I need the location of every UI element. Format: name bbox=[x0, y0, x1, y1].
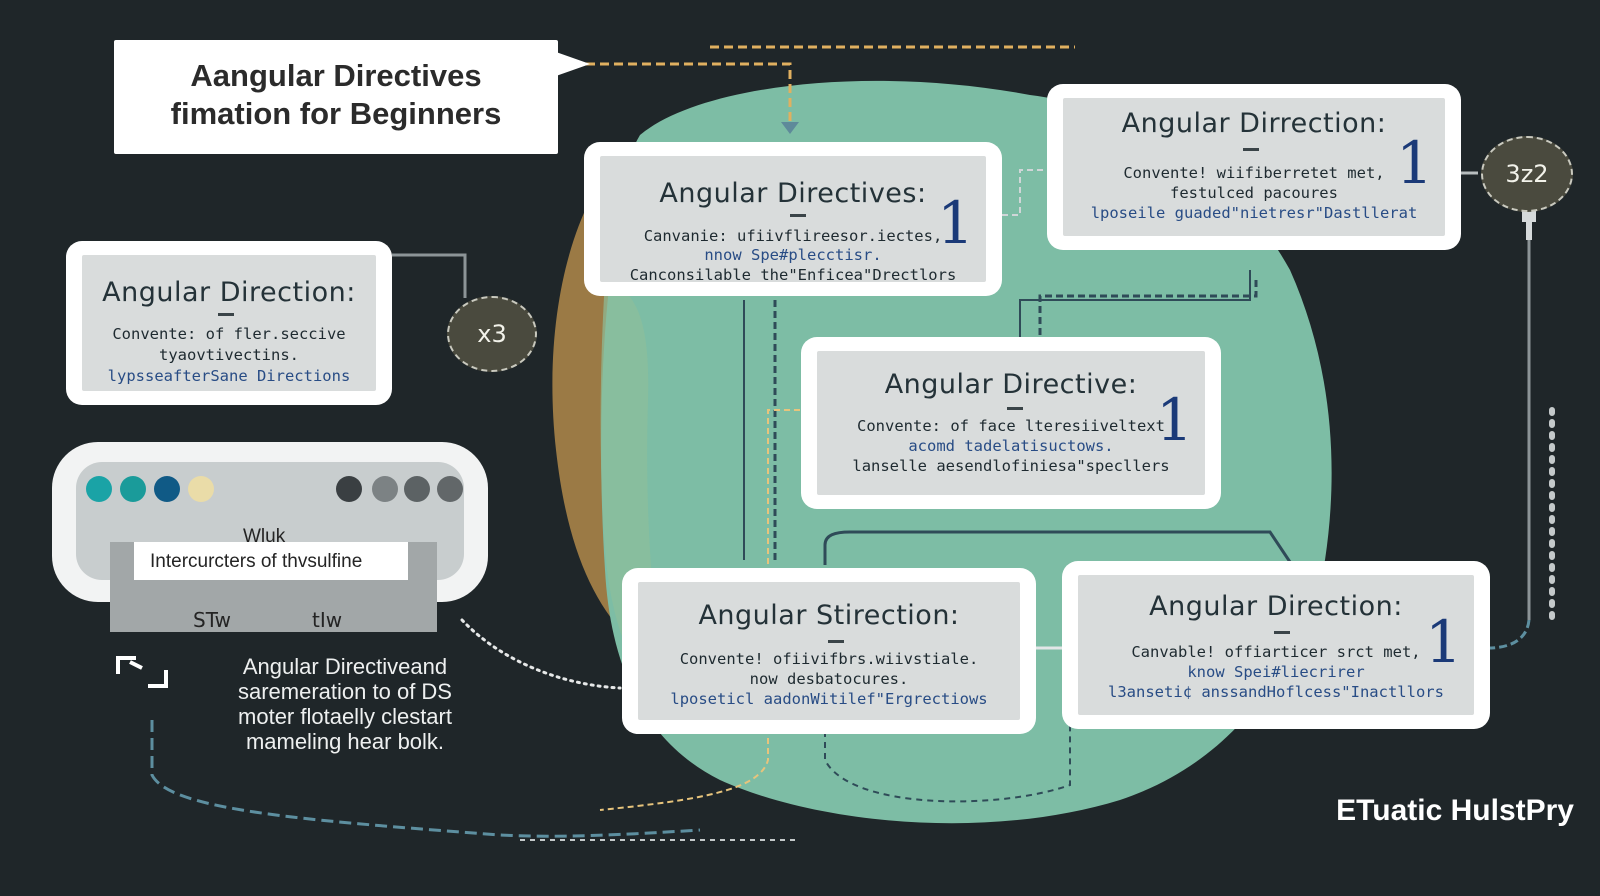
paragraph-line-1: Angular Directiveand bbox=[242, 654, 448, 679]
card-number: 1 bbox=[1156, 386, 1193, 454]
directive-card-bottom-right: Angular Direction: 1 Canvable! offiartic… bbox=[1062, 561, 1490, 729]
directive-card-top-middle: Angular Directives: 1 Canvanie: ufiivfli… bbox=[584, 142, 1002, 296]
card-panel: Angular Dirrection: 1 Convente! wiifiber… bbox=[1063, 98, 1445, 236]
card-line-3: lypsseafterSane Directions bbox=[107, 367, 351, 385]
card-title: Angular Direction: bbox=[102, 277, 356, 308]
card-line-1: Convente! wiifiberretet met, bbox=[1123, 164, 1385, 182]
paragraph-line-4: mameling hear bolk. bbox=[245, 729, 445, 754]
directive-card-left: Angular Direction: Convente: of fler.sec… bbox=[66, 241, 392, 405]
connector-bottom-loop bbox=[824, 720, 1071, 803]
connector-title-arrow bbox=[558, 62, 792, 125]
left-badge-icon: x3 bbox=[447, 296, 537, 372]
card-divider bbox=[1007, 407, 1023, 410]
card-line-3: lposeticl aadonWitilef"Ergrectiows bbox=[670, 690, 988, 708]
brand-logo-text: ETuatic HulstPry bbox=[1336, 794, 1574, 827]
card-panel: Angular Stirection: Convente! ofiivifbrs… bbox=[638, 582, 1020, 720]
card-divider bbox=[790, 214, 806, 217]
connector-card2-card3 bbox=[1002, 169, 1048, 216]
directive-card-center: Angular Directive: 1 Convente: of face l… bbox=[801, 337, 1221, 509]
card-number: 1 bbox=[1425, 608, 1462, 676]
card-number: 1 bbox=[937, 189, 974, 257]
device-label-2: Intercurcters of thvsulfine bbox=[150, 551, 363, 572]
title-line-1: Aangular Directives bbox=[190, 58, 482, 93]
status-dot-4 bbox=[188, 476, 214, 502]
card-divider bbox=[828, 640, 844, 643]
status-dot-1 bbox=[86, 476, 112, 502]
device-port-right: tIw bbox=[312, 608, 343, 632]
card-line-1: Convente: of fler.seccive bbox=[112, 325, 346, 343]
card-title: Angular Dirrection: bbox=[1121, 108, 1387, 139]
card-title: Angular Directives: bbox=[659, 178, 927, 209]
card-divider bbox=[1274, 631, 1290, 634]
card-line-3: l3anseti¢ anssandHoflcess"Inactllors bbox=[1108, 683, 1444, 701]
description-paragraph: Angular Directiveand saremeration to of … bbox=[200, 654, 490, 754]
left-badge-label: x3 bbox=[477, 320, 507, 348]
card-title: Angular Stirection: bbox=[698, 600, 960, 631]
connector-device-card5 bbox=[460, 618, 622, 690]
connector-left-card-badge bbox=[392, 253, 467, 298]
card-panel: Angular Directives: 1 Canvanie: ufiivfli… bbox=[600, 156, 986, 284]
plug-icon bbox=[1522, 208, 1536, 240]
title-line-2: fimation for Beginners bbox=[170, 96, 502, 131]
card-line-2: tyaovtivectins. bbox=[159, 346, 299, 364]
status-dot-5 bbox=[336, 476, 362, 502]
card-line-1: Canvable! offiarticer srct met, bbox=[1131, 643, 1421, 661]
card-line-3: lanselle aesendlofiniesa"specllers bbox=[852, 457, 1170, 475]
status-dot-3 bbox=[154, 476, 180, 502]
card-line-2: know Spei#liecrirer bbox=[1187, 663, 1365, 681]
status-dot-7 bbox=[404, 476, 430, 502]
title-card: Aangular Directives fimation for Beginne… bbox=[114, 40, 558, 154]
corner-bracket-icon bbox=[116, 656, 168, 688]
connector-yellow-dashed bbox=[599, 409, 800, 811]
directive-card-bottom-middle: Angular Stirection: Convente! ofiivifbrs… bbox=[622, 568, 1036, 734]
card-line-2: festulced pacoures bbox=[1170, 184, 1338, 202]
card-panel: Angular Directive: 1 Convente: of face l… bbox=[817, 351, 1205, 495]
card-line-1: Canvanie: ufiivflireesor.iectes, bbox=[643, 227, 943, 245]
card-title: Angular Directive: bbox=[884, 369, 1138, 400]
connector-plug-card6 bbox=[1487, 619, 1531, 650]
paragraph-line-2: saremeration to of DS bbox=[238, 679, 452, 704]
card-divider bbox=[1243, 148, 1259, 151]
card-line-2: acomd tadelatisuctows. bbox=[908, 437, 1114, 455]
directive-card-top-right: Angular Dirrection: 1 Convente! wiifiber… bbox=[1047, 84, 1461, 250]
status-dot-8 bbox=[437, 476, 463, 502]
connector-card2-down bbox=[1038, 280, 1258, 338]
paragraph-line-3: moter flotaelly clestart bbox=[238, 704, 452, 729]
card-panel: Angular Direction: Convente: of fler.sec… bbox=[82, 255, 376, 391]
card-line-3: lposeile guaded"nietresr"Dastllerat bbox=[1090, 204, 1418, 222]
card-divider bbox=[218, 313, 234, 316]
card-line-1: Convente: of face lteresiiveltext bbox=[857, 417, 1165, 435]
card-line-3: Canconsilable the"Enficea"Drectlors bbox=[629, 266, 957, 284]
arrowhead-title bbox=[781, 122, 799, 134]
card-panel: Angular Direction: 1 Canvable! offiartic… bbox=[1078, 575, 1474, 715]
card-line-2: now desbatocures. bbox=[749, 670, 909, 688]
connector-mid-loop bbox=[823, 530, 1292, 565]
device-label-1: Wluk bbox=[243, 526, 286, 547]
connector-bottom-curve bbox=[150, 720, 701, 838]
status-dot-6 bbox=[372, 476, 398, 502]
device-base bbox=[110, 542, 437, 632]
card-line-1: Convente! ofiivifbrs.wiivstiale. bbox=[679, 650, 979, 668]
status-dot-2 bbox=[120, 476, 146, 502]
right-badge-icon: 3z2 bbox=[1481, 136, 1573, 212]
card-line-2: nnow Spe#plecctisr. bbox=[704, 246, 882, 264]
card-number: 1 bbox=[1396, 129, 1433, 197]
device-port-left: STw bbox=[193, 608, 231, 632]
right-badge-label: 3z2 bbox=[1505, 160, 1549, 188]
connector-left-loop bbox=[1019, 270, 1251, 345]
card-title: Angular Direction: bbox=[1149, 591, 1403, 622]
device-slot bbox=[134, 542, 408, 580]
